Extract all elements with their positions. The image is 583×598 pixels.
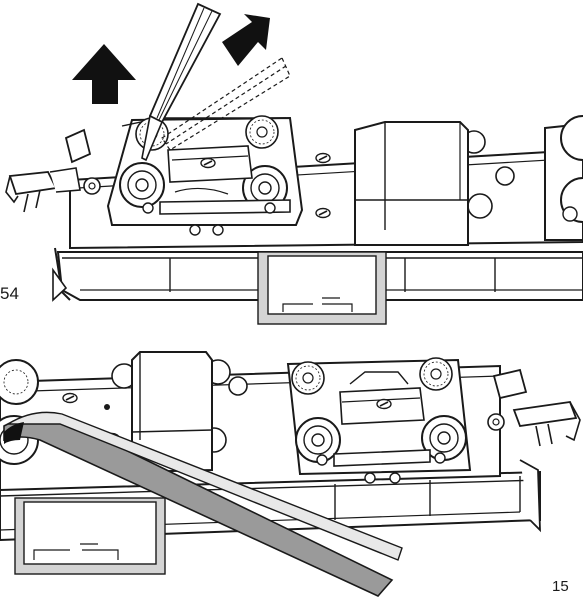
tweezers-icon (3, 411, 403, 597)
bottom-bogie (286, 357, 472, 484)
top-right-bogie (544, 115, 583, 241)
top-chassis (5, 2, 583, 325)
screwdriver-ghost (161, 57, 291, 151)
bottom-coupler (487, 368, 581, 447)
top-coupler (5, 128, 101, 213)
page-number: 15 (552, 578, 569, 595)
top-bogie (106, 115, 304, 236)
diagonal-arrow-icon (222, 14, 270, 66)
up-arrow-icon (72, 44, 136, 104)
figure-label: 54 (0, 284, 19, 303)
screwdriver-icon (141, 2, 222, 162)
bottom-chassis (0, 351, 581, 597)
